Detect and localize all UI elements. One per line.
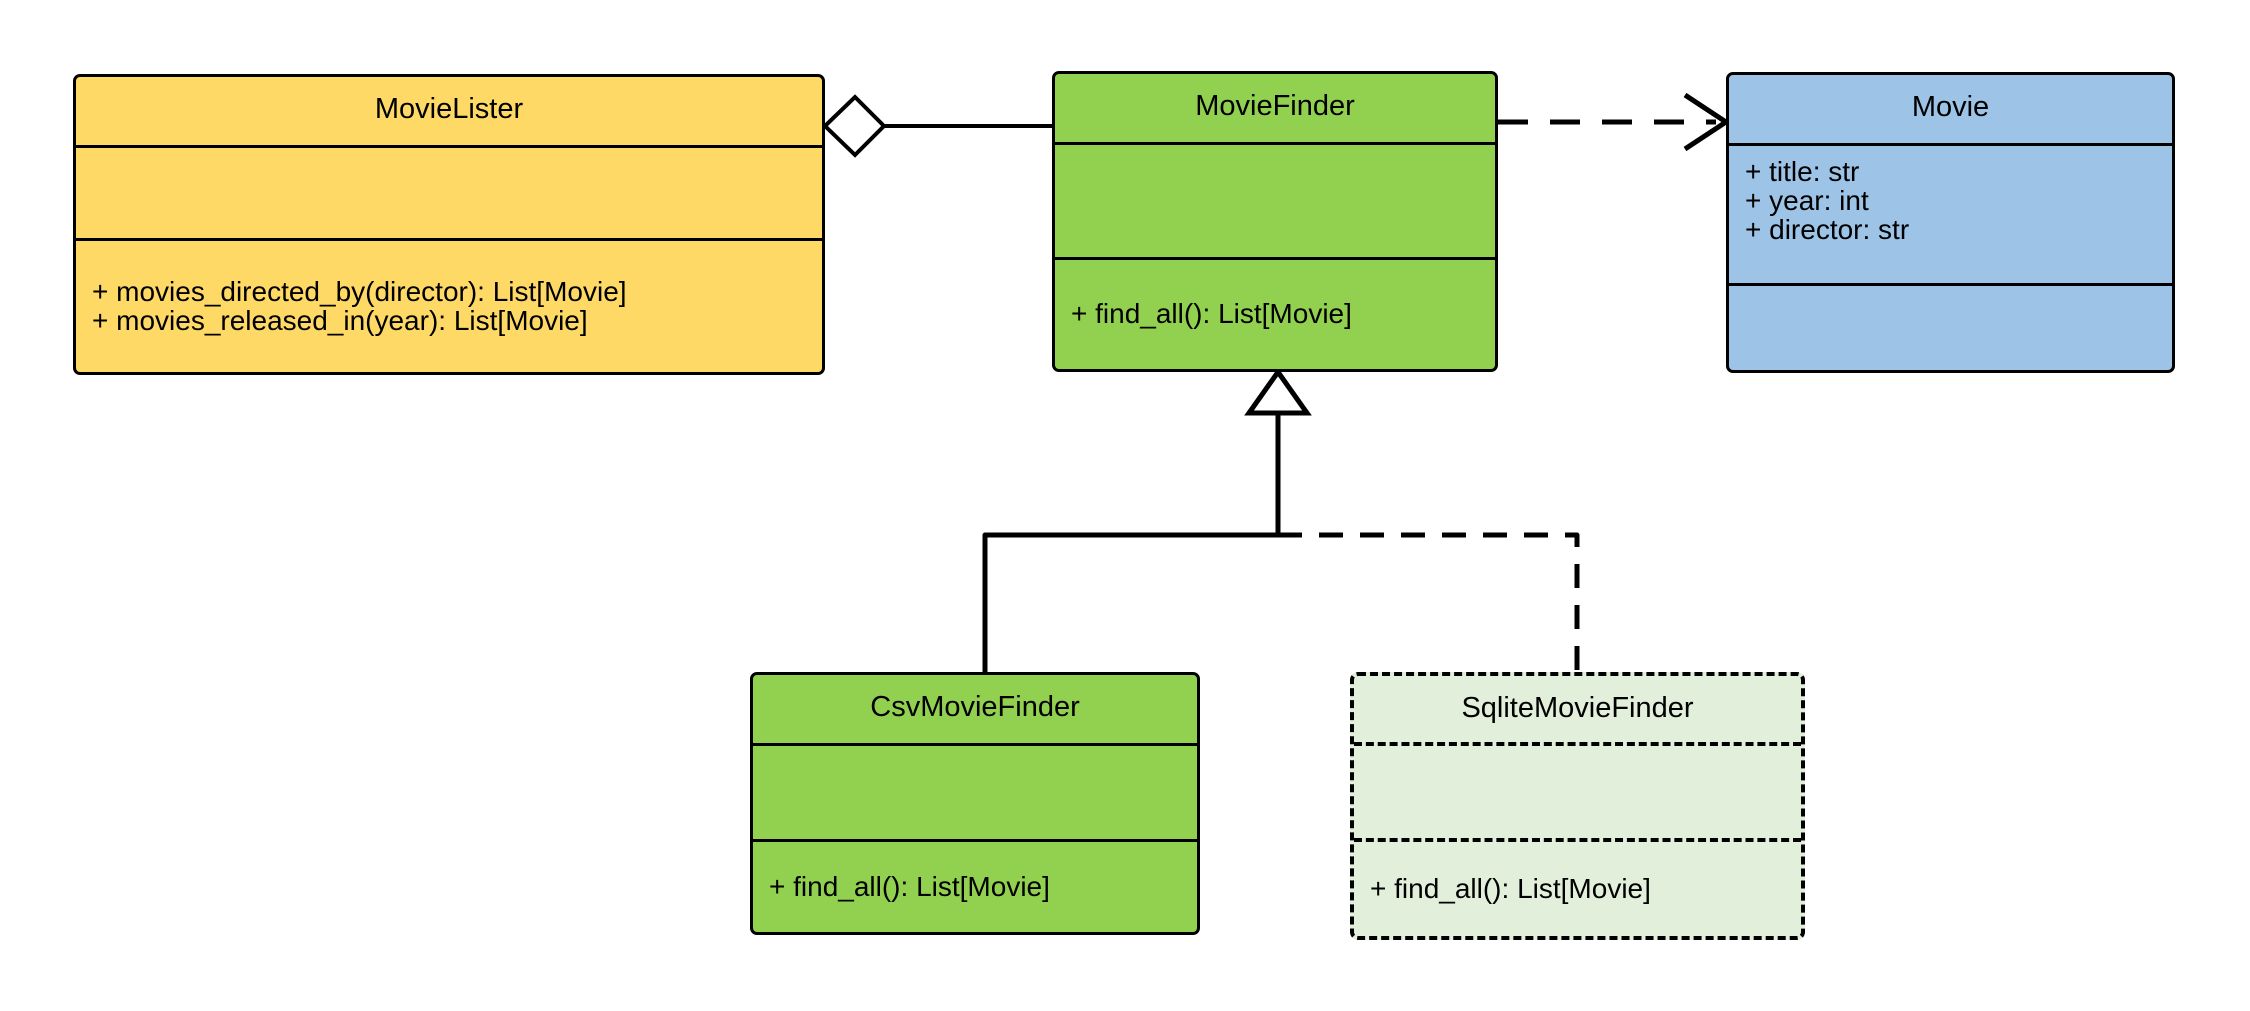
class-box-movie-lister[interactable]: MovieLister + movies_directed_by(directo…	[73, 74, 825, 375]
class-box-csv-movie-finder[interactable]: CsvMovieFinder + find_all(): List[Movie]	[750, 672, 1200, 935]
class-methods-compartment: + find_all(): List[Movie]	[753, 839, 1197, 932]
class-name-sqlite-movie-finder: SqliteMovieFinder	[1461, 692, 1694, 724]
attribute-item: + year: int	[1745, 184, 1869, 216]
attribute-item: + director: str	[1745, 213, 1910, 245]
hollow-triangle-icon	[1244, 367, 1312, 416]
class-title-compartment: CsvMovieFinder	[753, 675, 1197, 743]
class-methods-compartment	[1729, 283, 2172, 370]
method-item: + find_all(): List[Movie]	[769, 870, 1050, 902]
class-methods-compartment: + find_all(): List[Movie]	[1354, 838, 1801, 936]
method-item: + find_all(): List[Movie]	[1370, 872, 1651, 904]
edge-aggregation-lister-finder[interactable]	[822, 94, 1052, 158]
class-methods-compartment: + find_all(): List[Movie]	[1055, 257, 1495, 369]
class-attributes-compartment	[1055, 142, 1495, 257]
class-title-compartment: SqliteMovieFinder	[1354, 676, 1801, 742]
class-attributes-compartment	[1354, 742, 1801, 838]
method-item: + find_all(): List[Movie]	[1071, 298, 1352, 330]
generalization-branch-sqlite	[1278, 532, 1580, 672]
class-name-movie-finder: MovieFinder	[1195, 90, 1355, 122]
class-box-movie-finder[interactable]: MovieFinder + find_all(): List[Movie]	[1052, 71, 1498, 372]
open-arrowhead-icon	[1683, 92, 1731, 152]
method-item: + movies_released_in(year): List[Movie]	[92, 304, 588, 336]
class-box-sqlite-movie-finder[interactable]: SqliteMovieFinder + find_all(): List[Mov…	[1350, 672, 1805, 940]
method-item: + movies_directed_by(director): List[Mov…	[92, 275, 627, 307]
class-attributes-compartment	[753, 743, 1197, 839]
attribute-item: + title: str	[1745, 156, 1860, 187]
class-name-movie: Movie	[1911, 91, 1990, 123]
class-methods-compartment: + movies_directed_by(director): List[Mov…	[76, 238, 822, 372]
edge-dependency-finder-movie[interactable]	[1498, 92, 1731, 152]
class-title-compartment: MovieFinder	[1055, 74, 1495, 142]
generalization-branch-csv	[982, 532, 1278, 672]
class-title-compartment: MovieLister	[76, 77, 822, 145]
class-attributes-compartment	[76, 145, 822, 238]
hollow-diamond-icon	[822, 94, 887, 158]
class-title-compartment: Movie	[1729, 75, 2172, 143]
class-name-movie-lister: MovieLister	[374, 93, 524, 125]
edge-generalization-to-movie-finder[interactable]	[982, 367, 1580, 672]
class-attributes-compartment: + title: str + year: int + director: str	[1729, 143, 2172, 283]
class-name-csv-movie-finder: CsvMovieFinder	[870, 691, 1080, 723]
class-box-movie[interactable]: Movie + title: str + year: int + directo…	[1726, 72, 2175, 373]
